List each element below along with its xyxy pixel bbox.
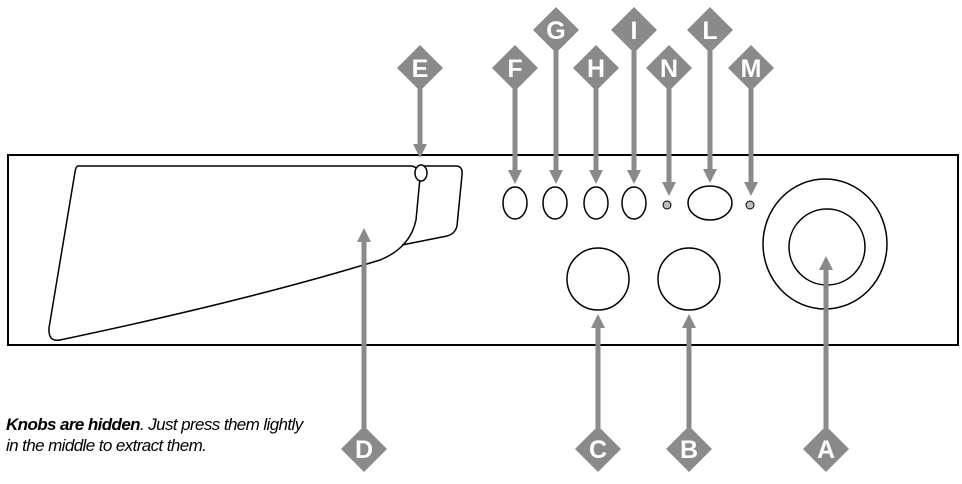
badge-diamond-b [666, 426, 712, 472]
badge-label-e: E [412, 55, 429, 83]
badge-l: L [687, 7, 733, 53]
indicator-light-m [745, 200, 755, 210]
badge-diamond-i [611, 7, 657, 53]
arrow-head-l [703, 169, 717, 183]
badge-diamond-e [397, 45, 443, 91]
badge-label-b: B [680, 436, 698, 464]
control-panel [7, 154, 959, 346]
badge-label-i: I [631, 17, 638, 45]
arrow-head-g [549, 170, 563, 184]
knob-c[interactable] [566, 247, 630, 311]
arrow-head-n [662, 182, 676, 196]
badge-i: I [611, 7, 657, 53]
badge-diamond-l [687, 7, 733, 53]
badge-diamond-m [728, 45, 774, 91]
badge-diamond-g [533, 7, 579, 53]
option-button-g[interactable] [542, 186, 568, 220]
badge-label-d: D [355, 436, 373, 464]
start-button-l[interactable] [687, 185, 733, 221]
badge-label-m: M [741, 55, 762, 83]
indicator-light-n [662, 200, 672, 210]
badge-a: A [803, 426, 849, 472]
badge-label-g: G [546, 17, 565, 45]
knob-b[interactable] [657, 247, 721, 311]
note-rest: . Just press them lightly in the middle … [6, 415, 303, 455]
badge-label-n: N [660, 55, 678, 83]
arrow-head-h [589, 170, 603, 184]
badge-diamond-n [646, 45, 692, 91]
arrow-head-i [627, 170, 641, 184]
knobs-note: Knobs are hidden. Just press them lightl… [6, 414, 306, 456]
badge-diamond-f [492, 45, 538, 91]
badge-h: H [573, 45, 619, 91]
badge-f: F [492, 45, 538, 91]
badge-e: E [397, 45, 443, 91]
arrow-head-e [413, 144, 427, 158]
arrow-head-f [508, 170, 522, 184]
badge-label-a: A [817, 436, 835, 464]
badge-g: G [533, 7, 579, 53]
badge-diamond-a [803, 426, 849, 472]
badge-d: D [341, 426, 387, 472]
arrow-head-b [682, 314, 696, 328]
arrow-head-c [591, 314, 605, 328]
badge-diamond-h [573, 45, 619, 91]
arrow-head-m [744, 182, 758, 196]
badge-c: C [575, 426, 621, 472]
badge-label-c: C [589, 436, 607, 464]
option-button-h[interactable] [583, 186, 609, 220]
badge-label-h: H [587, 55, 605, 83]
pointer-arrows [357, 51, 833, 428]
badge-label-f: F [507, 55, 522, 83]
badge-b: B [666, 426, 712, 472]
badge-n: N [646, 45, 692, 91]
badge-diamond-d [341, 426, 387, 472]
drawer-handle [401, 165, 463, 246]
arrow-head-a [819, 256, 833, 270]
option-button-i[interactable] [621, 186, 647, 220]
option-button-f[interactable] [502, 186, 528, 220]
badge-label-l: L [702, 17, 717, 45]
arrow-head-d [357, 228, 371, 242]
badge-m: M [728, 45, 774, 91]
note-bold: Knobs are hidden [6, 415, 141, 434]
drawer-latch [414, 164, 428, 182]
badge-diamond-c [575, 426, 621, 472]
